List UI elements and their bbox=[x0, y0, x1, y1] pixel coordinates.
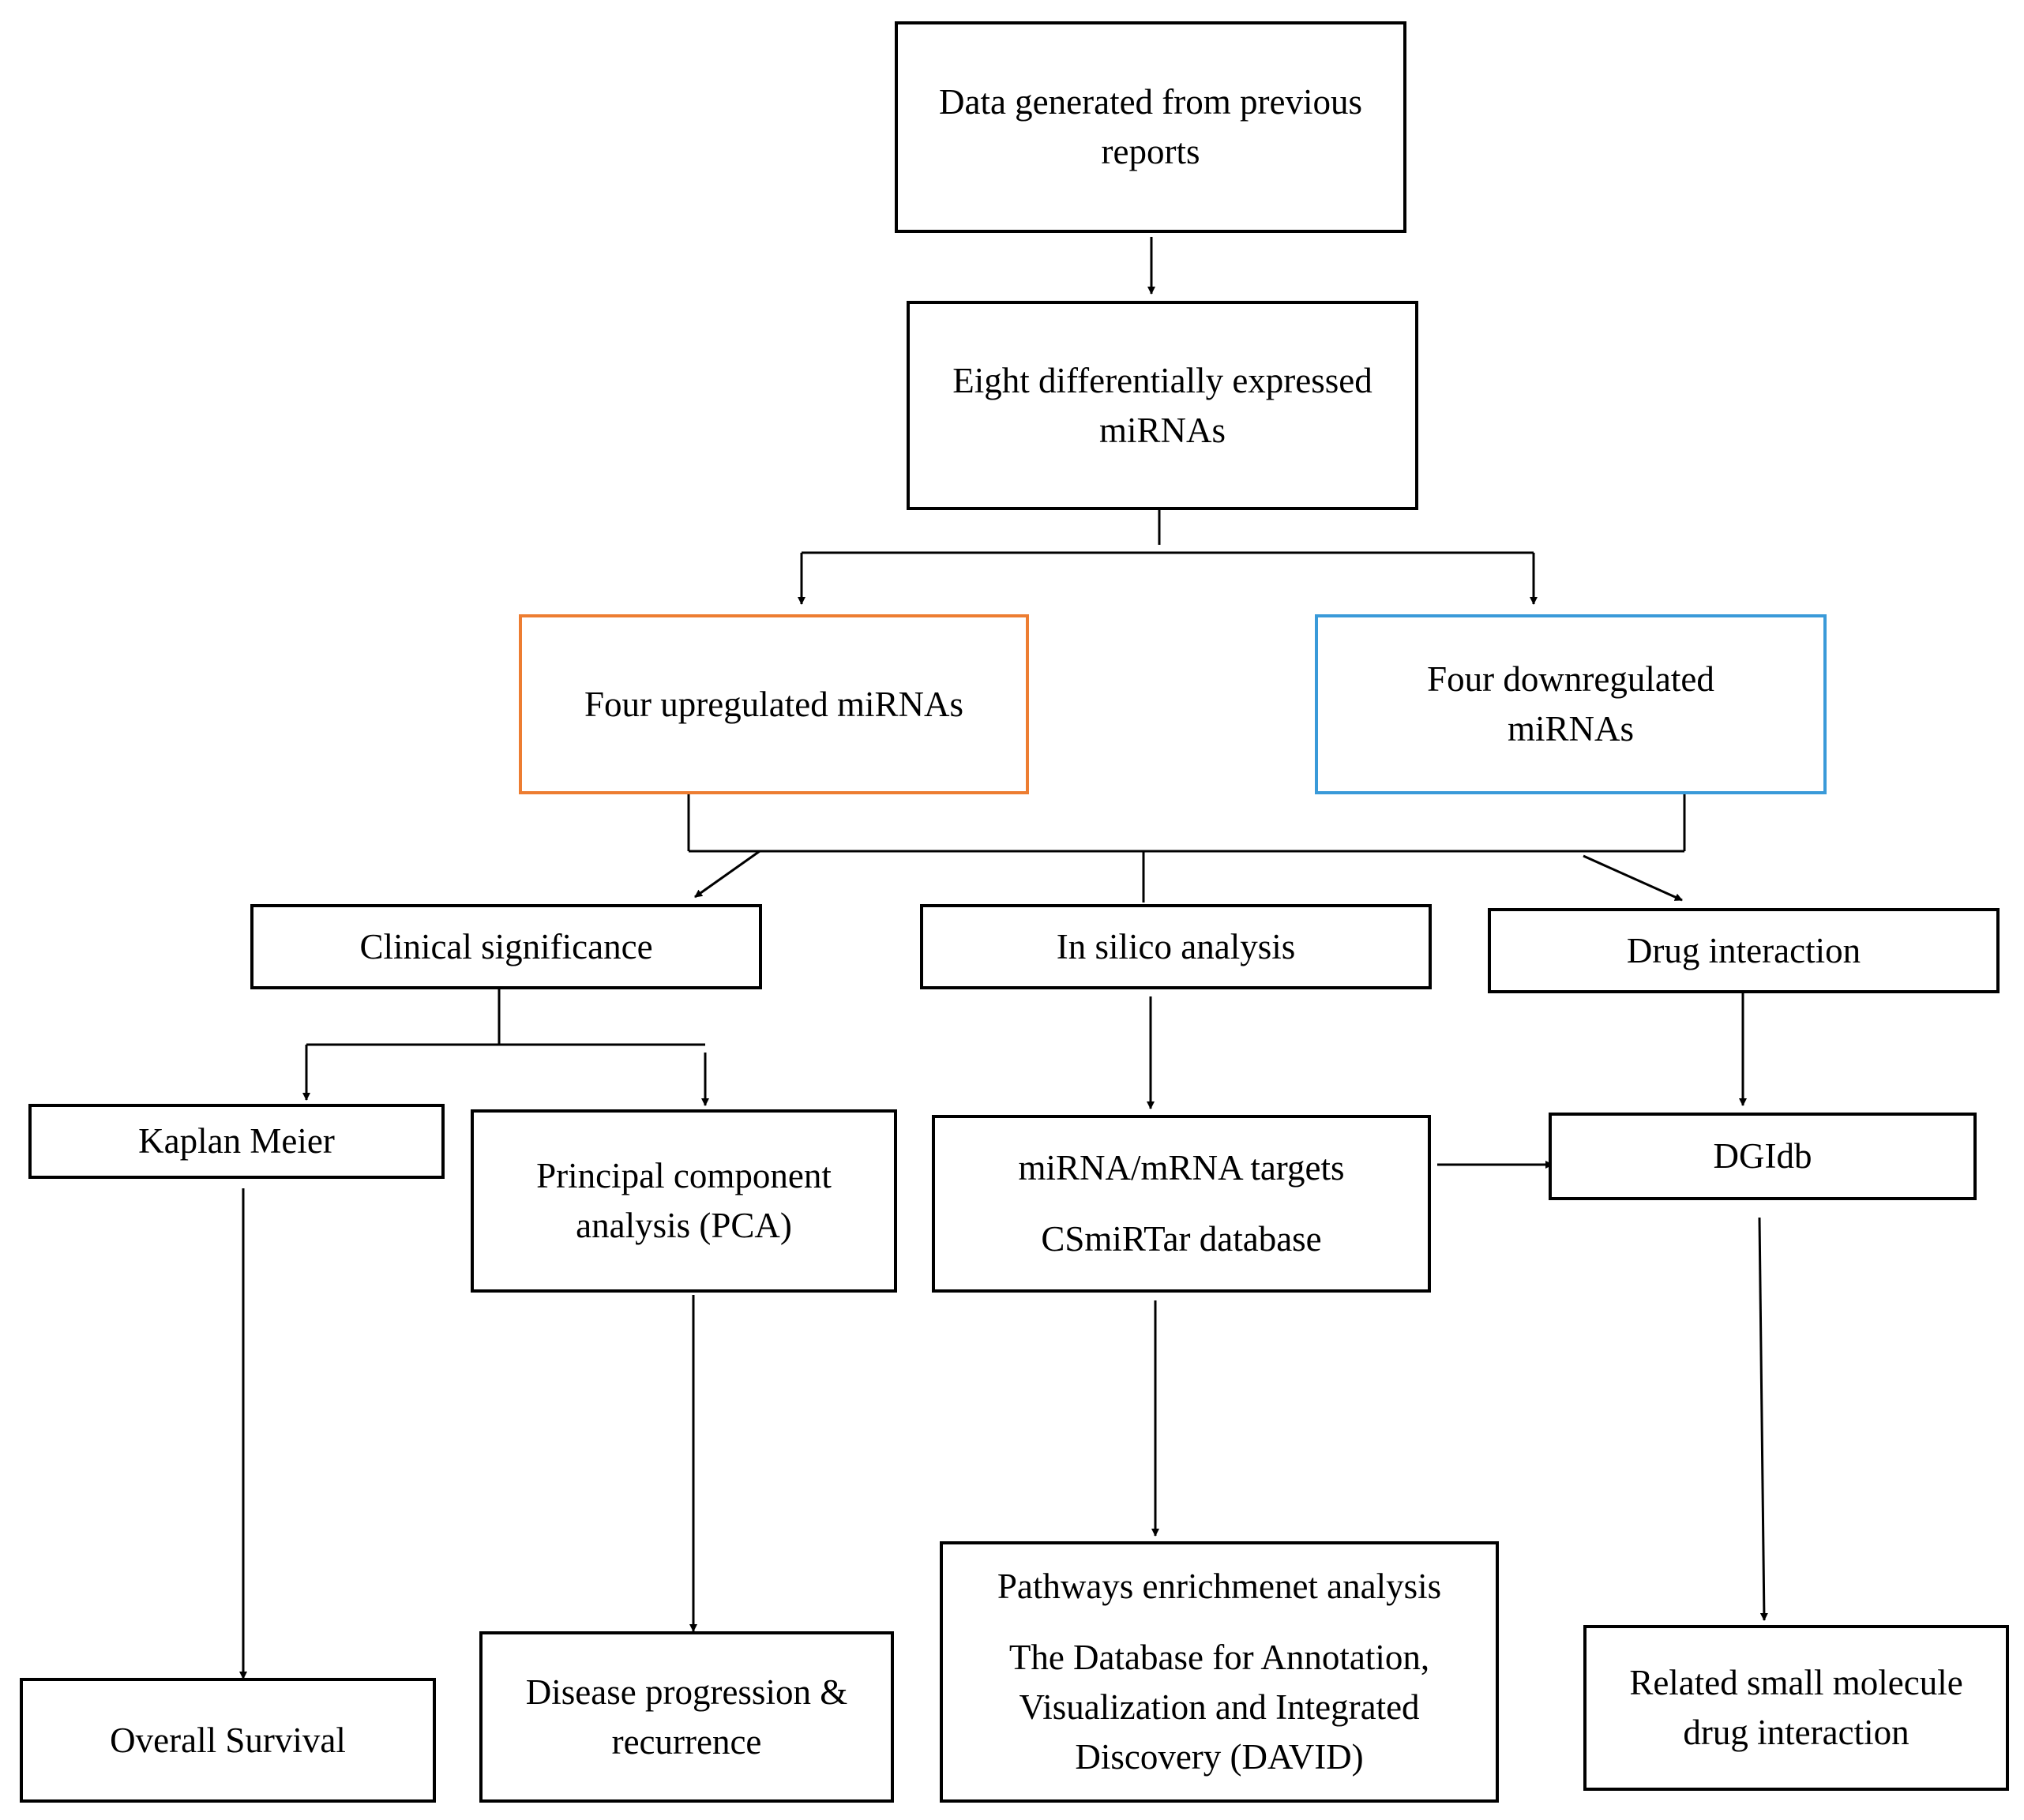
down-label-line-2: miRNAs bbox=[1507, 709, 1635, 749]
arrow-to-clinical bbox=[694, 850, 760, 899]
box-overall-survival: Overall Survival bbox=[20, 1678, 436, 1803]
box-drug-interaction: Drug interaction bbox=[1488, 908, 2000, 993]
arrow-to-drug bbox=[1583, 854, 1683, 902]
survival-label-line-1: Overall Survival bbox=[110, 1720, 346, 1760]
drug-label-line-1: Drug interaction bbox=[1626, 930, 1861, 970]
box-disease-progression: Disease progression & recurrence bbox=[479, 1631, 894, 1803]
eight-label-line-2: miRNAs bbox=[1098, 410, 1226, 450]
pathways-label-line-3: Visualization and Integrated bbox=[1019, 1687, 1420, 1727]
smallmol-label-line-1: Related small molecule bbox=[1629, 1663, 1963, 1702]
targets-label-line-2: CSmiRTar database bbox=[1041, 1219, 1322, 1259]
kaplan-label-line-1: Kaplan Meier bbox=[138, 1121, 335, 1161]
source-label-line-2: reports bbox=[1101, 132, 1200, 171]
smallmol-label-line-2: drug interaction bbox=[1683, 1713, 1909, 1752]
eight-label-line-1: Eight differentially expressed bbox=[952, 360, 1372, 400]
dgidb-label-line-1: DGIdb bbox=[1713, 1136, 1812, 1176]
progression-label-line-2: recurrence bbox=[611, 1721, 762, 1762]
box-kaplan-meier: Kaplan Meier bbox=[28, 1104, 445, 1179]
box-small-molecule: Related small molecule drug interaction bbox=[1583, 1625, 2009, 1791]
pca-label-line-1: Principal component bbox=[536, 1156, 832, 1195]
pca-label-line-2: analysis (PCA) bbox=[576, 1206, 792, 1245]
box-clinical-significance: Clinical significance bbox=[250, 904, 762, 989]
down-label-line-1: Four downregulated bbox=[1427, 659, 1714, 699]
pathways-label-line-2: The Database for Annotation, bbox=[1008, 1638, 1430, 1677]
progression-label-line-1: Disease progression & bbox=[525, 1672, 848, 1712]
silico-label-line-1: In silico analysis bbox=[1056, 926, 1296, 966]
source-label-line-1: Data generated from previous bbox=[938, 82, 1363, 122]
box-pca: Principal component analysis (PCA) bbox=[471, 1109, 897, 1293]
pathways-label-line-1: Pathways enrichmenet analysis bbox=[997, 1567, 1442, 1606]
arrow-dgidb-to-smallmol bbox=[1758, 1217, 1768, 1621]
targets-label-line-1: miRNA/mRNA targets bbox=[1018, 1148, 1345, 1188]
box-source: Data generated from previous reports bbox=[895, 21, 1406, 233]
box-in-silico-analysis: In silico analysis bbox=[920, 904, 1432, 989]
box-eight-mirnas: Eight differentially expressed miRNAs bbox=[907, 301, 1418, 510]
box-downregulated: Four downregulated miRNAs bbox=[1315, 614, 1827, 794]
clinical-label-line-1: Clinical significance bbox=[359, 926, 653, 966]
box-upregulated: Four upregulated miRNAs bbox=[519, 614, 1029, 794]
pathways-label-line-4: Discovery (DAVID) bbox=[1075, 1737, 1364, 1777]
up-label-line-1: Four upregulated miRNAs bbox=[584, 684, 963, 724]
box-dgidb: DGIdb bbox=[1549, 1113, 1977, 1200]
